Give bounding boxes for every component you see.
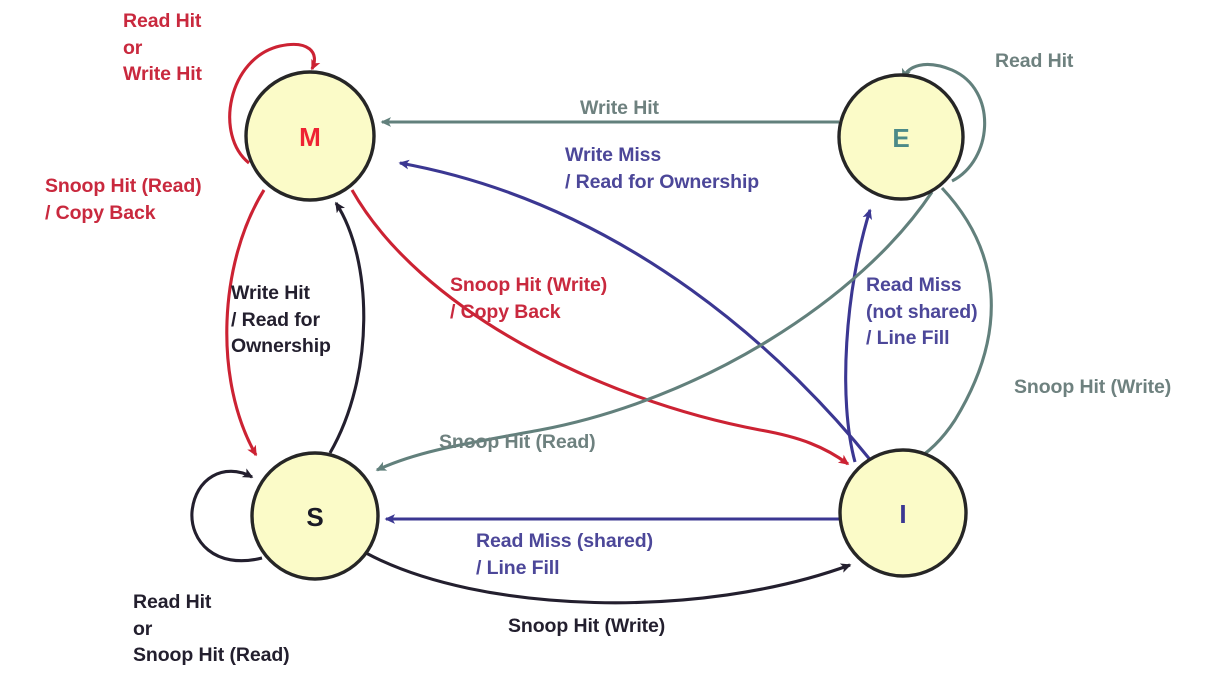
- edge-label-e-to-m: Write Hit: [580, 97, 659, 119]
- state-node-e[interactable]: [837, 73, 965, 201]
- edge-i-to-m: [398, 159, 874, 463]
- edge-label-m-self: Read Hit or Write Hit: [123, 10, 202, 85]
- state-label-i: I: [899, 499, 906, 529]
- edge-label-s-to-i: Snoop Hit (Write): [508, 615, 666, 637]
- state-node-s[interactable]: [250, 451, 380, 581]
- edge-e-to-s: [375, 191, 934, 472]
- edge-e-self: [901, 62, 987, 183]
- nodes-layer: M E S I: [244, 70, 968, 581]
- edges-layer: [190, 42, 993, 605]
- edge-label-i-to-m: Write Miss / Read for Ownership: [565, 144, 760, 193]
- state-label-e: E: [892, 123, 909, 153]
- edge-m-to-s: [225, 189, 266, 457]
- edge-s-to-i: [365, 551, 852, 605]
- state-node-m[interactable]: [244, 70, 376, 202]
- edge-m-self: [228, 42, 321, 165]
- edge-label-m-to-i: Snoop Hit (Write) / Copy Back: [450, 274, 608, 323]
- edge-e-to-i: [910, 186, 993, 464]
- edge-label-i-to-e: Read Miss (not shared) / Line Fill: [866, 274, 978, 349]
- state-node-i[interactable]: [838, 448, 968, 578]
- edge-label-i-to-s: Read Miss (shared) / Line Fill: [476, 530, 654, 579]
- edge-s-to-m: [328, 201, 366, 454]
- edge-label-s-self: Read Hit or Snoop Hit (Read): [133, 591, 290, 666]
- edge-label-s-to-m: Write Hit / Read for Ownership: [231, 282, 331, 357]
- edge-label-m-to-s: Snoop Hit (Read) / Copy Back: [45, 175, 202, 224]
- state-label-s: S: [306, 502, 323, 532]
- edge-label-e-to-s: Snoop Hit (Read): [439, 431, 596, 453]
- edge-s-self: [190, 468, 263, 563]
- edge-label-e-self: Read Hit: [995, 50, 1074, 72]
- edge-label-e-to-i: Snoop Hit (Write): [1014, 376, 1172, 398]
- state-label-m: M: [299, 122, 321, 152]
- edge-i-to-e: [844, 208, 872, 463]
- edge-m-to-i: [350, 189, 850, 466]
